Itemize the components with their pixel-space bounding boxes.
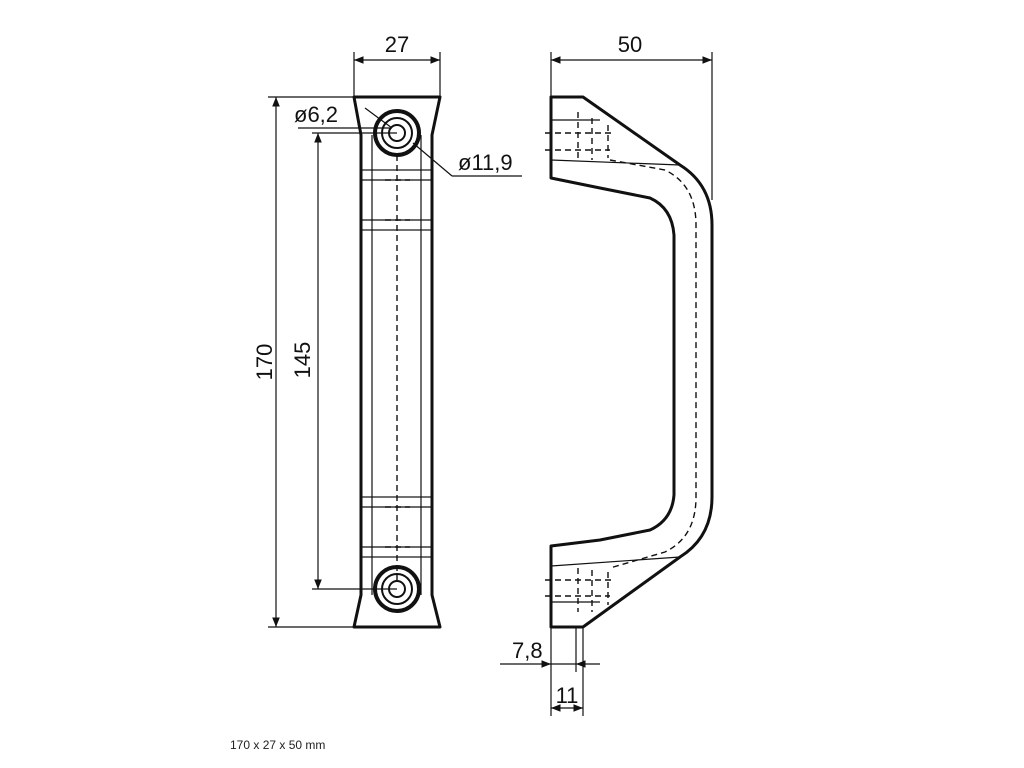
dim-depth-top-label: 50 [618, 32, 642, 57]
dim-offset-small: 7,8 [500, 627, 600, 672]
dim-hole-large-label: ø11,9 [458, 150, 513, 175]
side-hidden-hole-top [545, 112, 615, 160]
dim-overall-length-label: 170 [252, 344, 277, 381]
dim-hole-small: ø6,2 [294, 102, 393, 129]
dim-depth-top: 50 [550, 32, 713, 200]
side-view-outline [549, 95, 714, 629]
front-view [352, 95, 442, 629]
dim-offset-base: 11 [550, 627, 584, 716]
dim-hole-large: ø11,9 [412, 142, 522, 177]
dim-hole-spacing-label: 145 [290, 342, 315, 379]
dim-offset-base-label: 11 [556, 683, 579, 708]
dim-hole-spacing: 145 [290, 132, 397, 590]
dim-overall-length: 170 [252, 96, 354, 628]
size-caption: 170 x 27 x 50 mm [230, 738, 326, 752]
front-view-outline [352, 95, 442, 629]
side-hidden-hole-bottom [545, 568, 615, 612]
dim-width-top: 27 [353, 32, 441, 97]
dim-width-top-label: 27 [385, 32, 409, 57]
side-hidden-profile [609, 159, 697, 569]
dim-hole-small-label: ø6,2 [294, 102, 338, 127]
dim-offset-small-label: 7,8 [512, 638, 543, 663]
side-view [545, 95, 714, 629]
